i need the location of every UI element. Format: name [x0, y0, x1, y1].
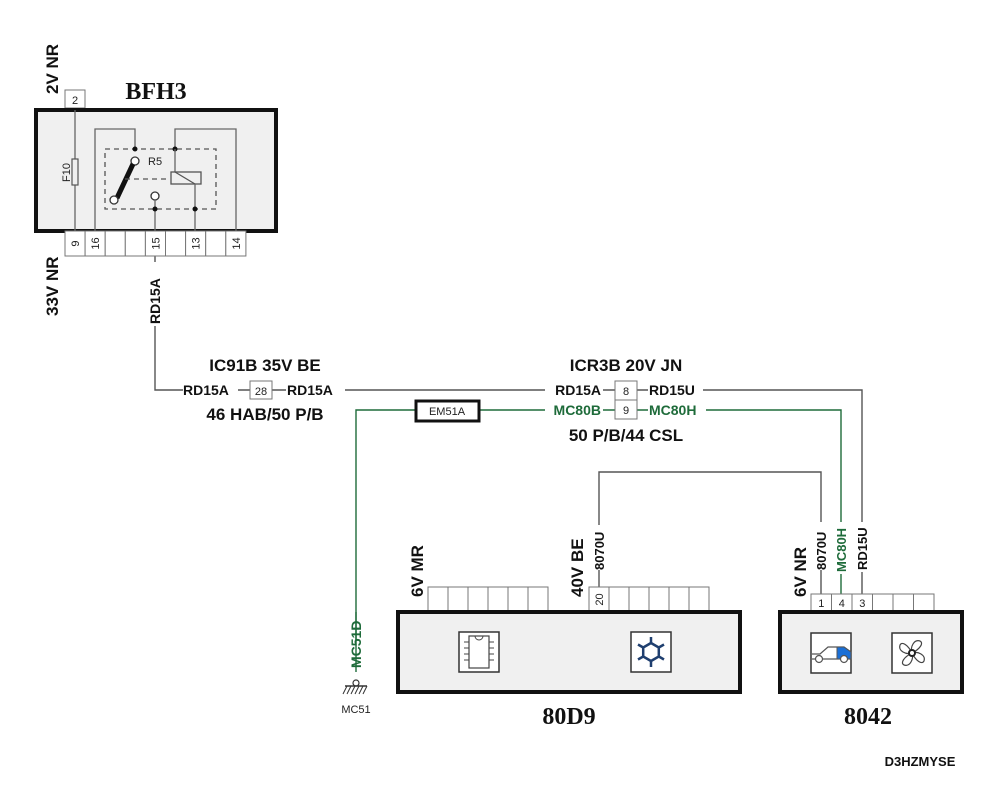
snowflake-icon	[630, 631, 672, 673]
bfh3-top-connector-label: 2V NR	[43, 44, 62, 94]
c80d9-left-connector-label: 6V MR	[408, 545, 427, 597]
c8042-pin-empty-5[interactable]	[913, 593, 935, 613]
fuse-icon	[71, 158, 79, 186]
c80d9-right-pin-empty-1[interactable]	[608, 586, 630, 613]
c80d9-title: 80D9	[542, 704, 595, 730]
car-front-icon	[810, 632, 852, 674]
icr3b-subtitle: 50 P/B/44 CSL	[569, 426, 683, 445]
bfh3-pin-label: 15	[150, 237, 162, 249]
icr3b-pin-9-label: 9	[623, 405, 629, 417]
icr3b-pin-8-label: 8	[623, 386, 629, 398]
c8042-pin-label: 3	[859, 598, 865, 610]
c8042-pin-label: 4	[839, 598, 845, 610]
c80d9-right-pin-empty-3[interactable]	[648, 586, 670, 613]
bfh3-pin-label: 9	[70, 240, 82, 246]
wire-8070u	[598, 471, 822, 525]
ic91b-subtitle: 46 HAB/50 P/B	[206, 405, 323, 424]
c80d9-right-pin-empty-2[interactable]	[628, 586, 650, 613]
c80d9-left-pin-empty-4[interactable]	[507, 586, 529, 613]
c8042-pin-label: 1	[818, 598, 824, 610]
ecu-chip-icon	[458, 631, 500, 673]
fuse-label: F10	[61, 163, 73, 182]
relay-icon	[94, 128, 237, 231]
c8042-pin-empty-4[interactable]	[892, 593, 914, 613]
icr3b-row1-left-wire: RD15A	[555, 382, 601, 398]
c80d9-right-connector: 20	[588, 586, 710, 613]
c8042-pin-empty-3[interactable]	[872, 593, 894, 613]
wire-label-8070u-80d9: 8070U	[592, 532, 607, 570]
c8042-connector-label: 6V NR	[791, 547, 810, 597]
icr3b-pin-9[interactable]	[614, 399, 638, 420]
bfh3-pin-empty-3[interactable]	[124, 230, 146, 257]
bfh3-pin-empty-7[interactable]	[205, 230, 227, 257]
c80d9-component[interactable]	[396, 610, 742, 694]
c8042-title: 8042	[844, 704, 892, 730]
bfh3-title: BFH3	[125, 79, 186, 105]
relay-label: R5	[148, 156, 162, 168]
wire-mc80h	[706, 409, 842, 522]
icr3b-row1-right-wire: RD15U	[649, 382, 695, 398]
wire-rd15u	[703, 389, 863, 522]
c80d9-left-pin-empty-5[interactable]	[527, 586, 549, 613]
wire-label-rd15u-8042: RD15U	[855, 527, 870, 570]
c80d9-right-pin-empty-5[interactable]	[688, 586, 710, 613]
c8042-connector: 1 4 3	[810, 593, 935, 613]
wire-label-mc51d: MC51D	[348, 621, 364, 668]
fan-icon	[891, 632, 933, 674]
wire-mc51d	[355, 409, 416, 640]
ic91b-left-wire: RD15A	[183, 382, 229, 398]
c80d9-right-pin-label: 20	[594, 593, 606, 605]
em51a-label: EM51A	[429, 406, 466, 418]
wire-label-rd15a-bfh3: RD15A	[147, 278, 163, 324]
ic91b-title: IC91B 35V BE	[209, 356, 321, 375]
bfh3-pin-2-label: 2	[72, 95, 78, 107]
c8042-component[interactable]	[778, 610, 964, 694]
bfh3-pin-label: 16	[90, 237, 102, 249]
c80d9-left-pin-empty-0[interactable]	[427, 586, 449, 613]
icr3b-row2-left-wire: MC80B	[554, 402, 601, 418]
bfh3-bottom-connector-label: 33V NR	[43, 256, 62, 316]
ic91b-pin-label: 28	[255, 386, 267, 398]
wire-label-8070u-8042: 8070U	[814, 532, 829, 570]
c80d9-right-connector-label: 40V BE	[568, 538, 587, 597]
ground-icon	[342, 679, 368, 695]
wire-rd15a-bfh3	[154, 256, 183, 391]
icr3b-title: ICR3B 20V JN	[570, 356, 682, 375]
c80d9-left-connector	[427, 586, 549, 613]
c80d9-right-pin-empty-4[interactable]	[668, 586, 690, 613]
c80d9-left-pin-empty-3[interactable]	[487, 586, 509, 613]
bfh3-pin-empty-5[interactable]	[165, 230, 187, 257]
bfh3-bottom-connector: 9 16 15 13 14	[64, 230, 247, 257]
em51a-box[interactable]	[414, 399, 481, 423]
c80d9-left-pin-empty-2[interactable]	[467, 586, 489, 613]
bfh3-pin-label: 14	[231, 237, 243, 249]
c80d9-left-pin-empty-1[interactable]	[447, 586, 469, 613]
ic91b-pin-28[interactable]	[249, 380, 273, 400]
ic91b-right-wire: RD15A	[287, 382, 333, 398]
reference-code: D3HZMYSE	[885, 754, 956, 769]
bfh3-pin-empty-2[interactable]	[104, 230, 126, 257]
wire-label-mc80h-8042: MC80H	[834, 528, 849, 572]
ground-label: MC51	[341, 704, 370, 716]
bfh3-pin-14[interactable]	[225, 230, 247, 257]
bfh3-pin-label: 13	[191, 237, 203, 249]
icr3b-row2-right-wire: MC80H	[649, 402, 696, 418]
